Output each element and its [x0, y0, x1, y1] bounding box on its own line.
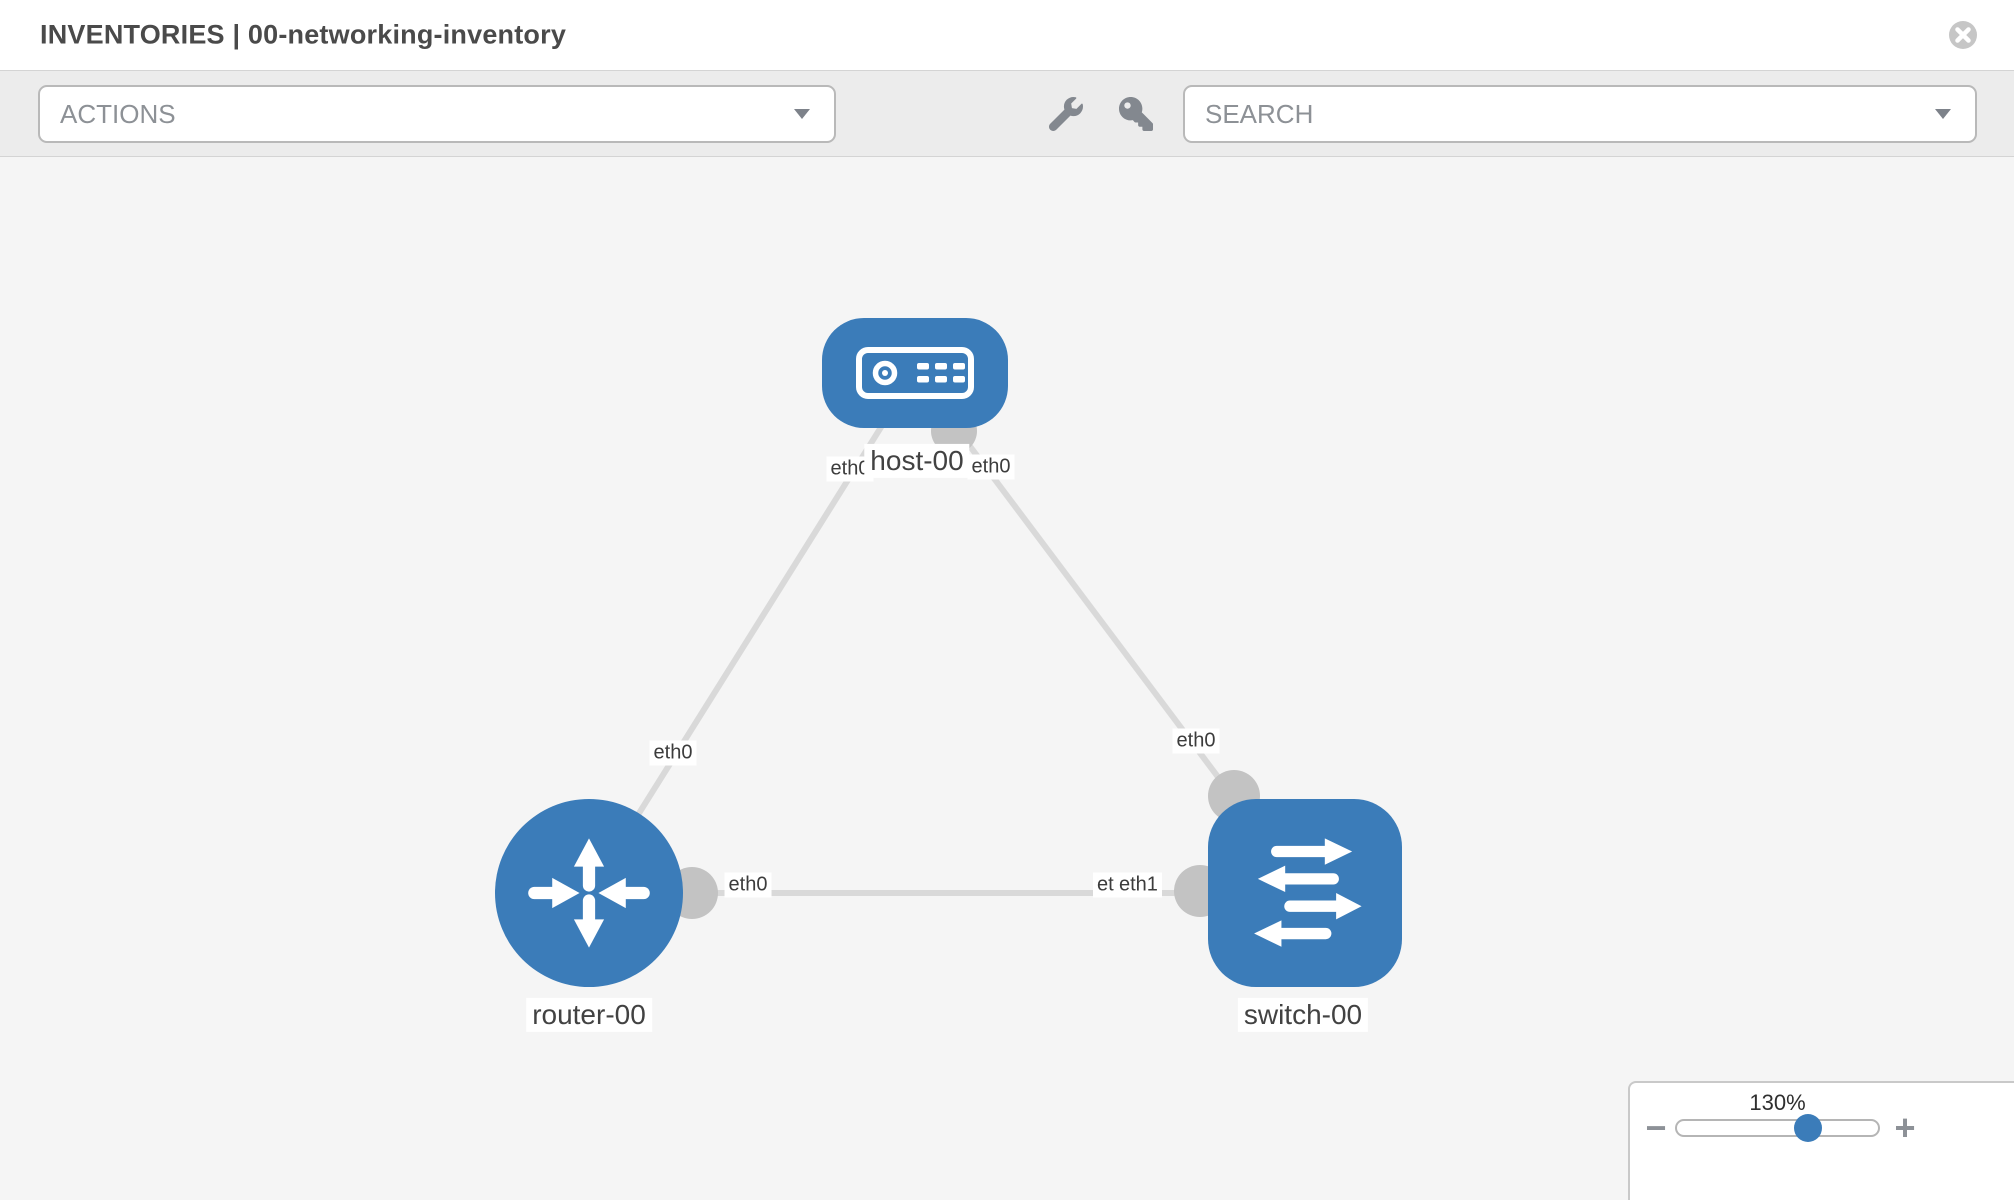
router-icon: [528, 838, 650, 948]
zoom-level-value: 130%: [1749, 1090, 1806, 1115]
zoom-in-button[interactable]: +: [1892, 1110, 1918, 1146]
switch-icon: [1254, 838, 1362, 947]
interface-label: eth0: [724, 872, 772, 898]
credentials-button[interactable]: [1118, 97, 1154, 133]
close-button[interactable]: [1948, 20, 1978, 50]
close-icon: [1949, 21, 1977, 49]
chevron-down-icon: [1935, 109, 1951, 119]
panel-header: INVENTORIES | 00-networking-inventory: [0, 0, 2014, 71]
interface-label: eth1: [1115, 872, 1162, 898]
node-host-00[interactable]: [822, 318, 1008, 428]
zoom-slider-thumb[interactable]: [1793, 1114, 1822, 1142]
actions-dropdown-label: ACTIONS: [60, 98, 176, 129]
key-icon: [1119, 97, 1153, 131]
interface-label: eth0: [1172, 728, 1220, 754]
configure-button[interactable]: [1048, 97, 1084, 133]
wrench-icon: [1048, 97, 1083, 132]
interface-label: eth0: [967, 454, 1015, 480]
host-icon: [856, 347, 974, 399]
search-dropdown-label: SEARCH: [1205, 98, 1314, 129]
toolbar: ACTIONS SEARCH: [0, 71, 2014, 157]
node-switch-00[interactable]: [1208, 799, 1402, 987]
search-dropdown[interactable]: SEARCH: [1183, 85, 1977, 143]
topology-links: [586, 371, 1308, 919]
actions-dropdown[interactable]: ACTIONS: [38, 85, 836, 143]
page-title: INVENTORIES | 00-networking-inventory: [40, 19, 567, 50]
node-label-host: host-00: [864, 443, 970, 479]
chevron-down-icon: [794, 109, 810, 119]
node-label-switch: switch-00: [1237, 997, 1369, 1033]
topology-canvas[interactable]: eth0 eth0 eth0 eth0 eth0 eth0 eth1 host-…: [0, 157, 2014, 1200]
zoom-slider[interactable]: [1675, 1114, 1880, 1142]
interface-label: eth0: [649, 740, 697, 766]
node-label-router: router-00: [526, 997, 652, 1033]
zoom-out-button[interactable]: −: [1643, 1110, 1669, 1146]
node-router-00[interactable]: [495, 799, 683, 987]
zoom-panel: 130% − +: [1628, 1081, 2014, 1200]
